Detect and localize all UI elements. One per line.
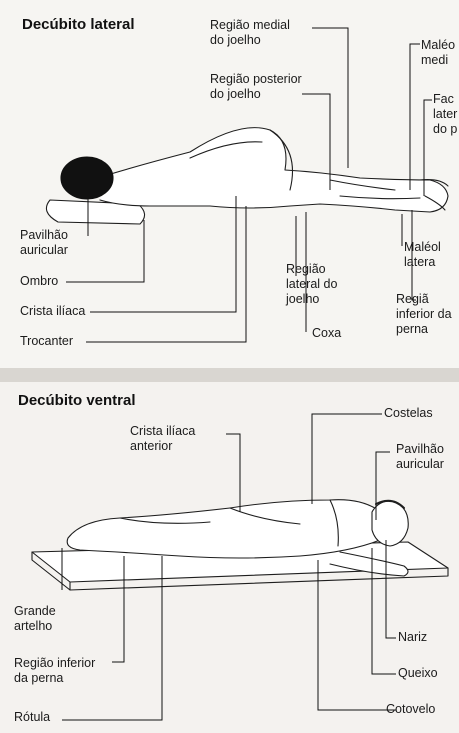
label-coxa: Coxa [312,326,341,341]
label-ombro: Ombro [20,274,58,289]
label-crista-iliaca: Crista ilíaca [20,304,85,319]
label-maleolo-medial: Maléo medi [421,38,455,68]
label-regiao-posterior-joelho: Região posterior do joelho [210,72,302,102]
label-maleolo-lateral: Maléol latera [404,240,441,270]
label-regiao-medial-joelho: Região medial do joelho [210,18,290,48]
title-decubito-lateral: Decúbito lateral [22,16,135,33]
label-queixo: Queixo [398,666,438,681]
label-regiao-inferior-perna-ventral: Região inferior da perna [14,656,95,686]
label-regiao-inferior-perna-lateral: Regiã inferior da perna [396,292,452,337]
label-regiao-lateral-joelho: Região lateral do joelho [286,262,337,307]
label-grande-artelho: Grande artelho [14,604,56,634]
title-decubito-ventral: Decúbito ventral [18,392,136,409]
label-nariz: Nariz [398,630,427,645]
label-pavilhao-auricular-lateral: Pavilhão auricular [20,228,68,258]
label-pavilhao-auricular-ventral: Pavilhão auricular [396,442,444,472]
label-cotovelo: Cotovelo [386,702,435,717]
label-trocanter: Trocanter [20,334,73,349]
label-rotula: Rótula [14,710,50,725]
body-lateral [100,128,448,212]
label-face-lateral-pe: Fac later do p [433,92,457,137]
label-costelas: Costelas [384,406,433,421]
label-crista-iliaca-anterior: Crista ilíaca anterior [130,424,195,454]
head-lateral [61,157,113,199]
